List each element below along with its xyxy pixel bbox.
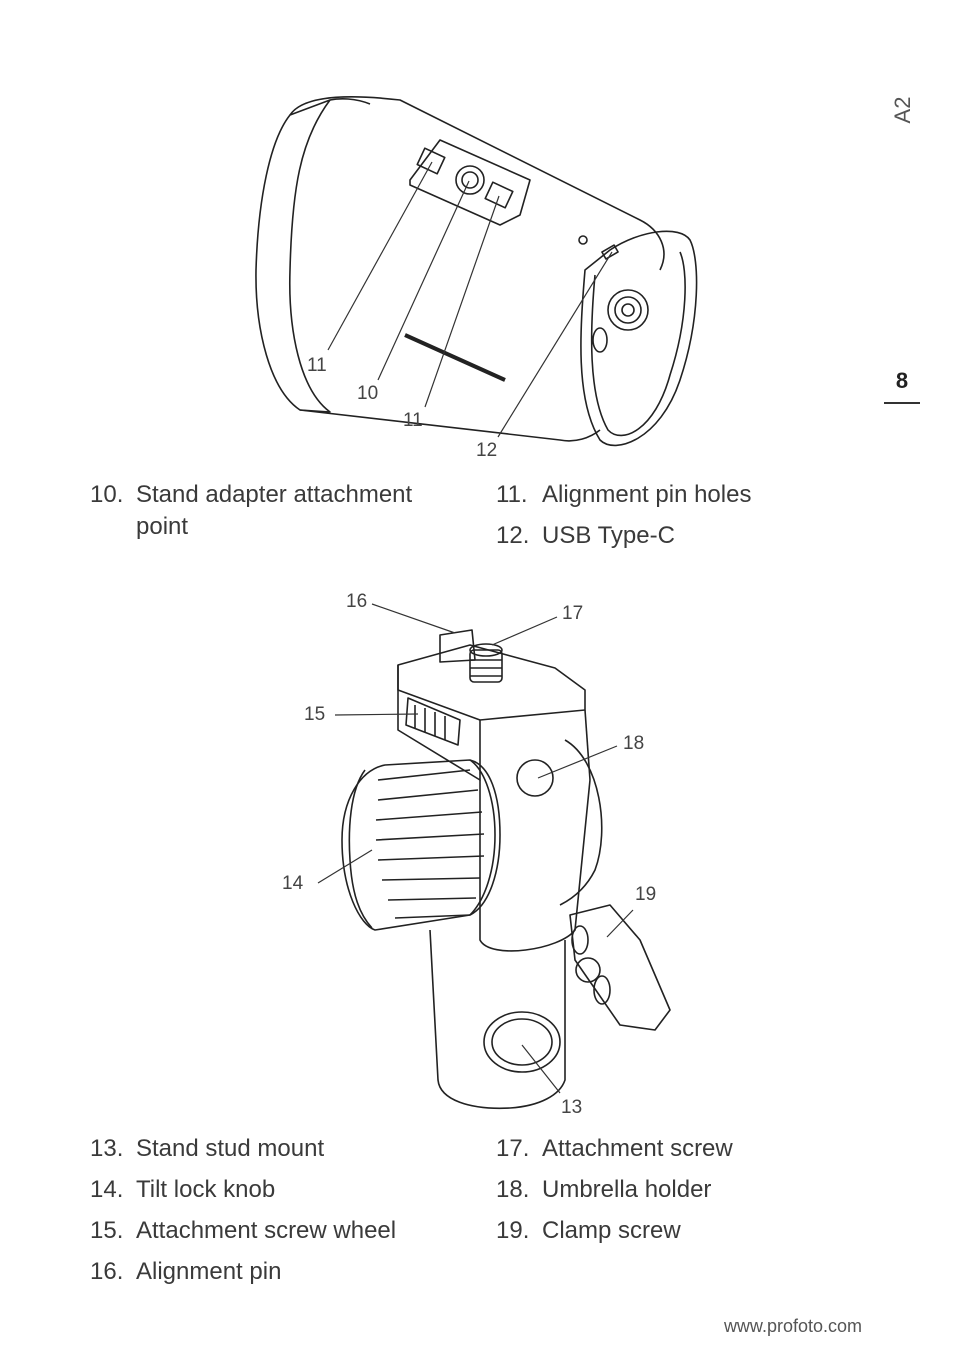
legend-text: Umbrella holder <box>542 1176 712 1203</box>
legend-text: USB Type-C <box>542 522 675 549</box>
legend-item-17: 17. Attachment screw <box>496 1133 836 1165</box>
legend-item-18: 18. Umbrella holder <box>496 1174 836 1206</box>
legend-item-15: 15. Attachment screw wheel <box>90 1215 470 1247</box>
flash-head-illustration <box>255 96 698 447</box>
legend-item-13: 13. Stand stud mount <box>90 1133 470 1165</box>
legend-item-19: 19. Clamp screw <box>496 1215 836 1247</box>
callout-11b: 11 <box>403 410 423 431</box>
legend-number: 17. <box>496 1135 530 1162</box>
legend-text: Alignment pin <box>136 1258 282 1285</box>
legend-item-11: 11. Alignment pin holes <box>496 479 836 511</box>
page-number: 8 <box>895 368 909 393</box>
callout-11a: 11 <box>307 355 327 376</box>
figure2-legend-right: 17. Attachment screw 18. Umbrella holder… <box>496 1133 836 1256</box>
page-number-rule <box>884 402 920 404</box>
legend-number: 13. <box>90 1135 124 1162</box>
legend-text: Attachment screw <box>542 1135 733 1162</box>
legend-number: 16. <box>90 1258 124 1285</box>
callout-17: 17 <box>562 603 584 624</box>
legend-text: Alignment pin holes <box>542 481 752 508</box>
legend-text: Clamp screw <box>542 1217 681 1244</box>
legend-number: 14. <box>90 1176 124 1203</box>
legend-item-12: 12. USB Type-C <box>496 520 836 552</box>
legend-number: 19. <box>496 1217 530 1244</box>
legend-text: Stand stud mount <box>136 1135 325 1162</box>
legend-number: 10. <box>90 481 124 508</box>
legend-text: Tilt lock knob <box>136 1176 276 1203</box>
legend-text: Attachment screw wheel <box>136 1217 397 1244</box>
stand-adapter-illustration <box>317 603 671 1110</box>
callout-10: 10 <box>357 383 379 404</box>
legend-number: 11. <box>496 481 528 508</box>
figure2-legend-left: 13. Stand stud mount 14. Tilt lock knob … <box>90 1133 470 1297</box>
legend-text: Stand adapter attachment point <box>136 481 413 540</box>
legend-number: 18. <box>496 1176 530 1203</box>
callout-19: 19 <box>635 884 657 905</box>
legend-item-14: 14. Tilt lock knob <box>90 1174 470 1206</box>
callout-15: 15 <box>304 704 326 725</box>
figure1-legend-right: 11. Alignment pin holes 12. USB Type-C <box>496 479 836 561</box>
footer-url: www.profoto.com <box>723 1316 862 1336</box>
legend-item-10: 10. Stand adapter attachment point <box>90 479 450 543</box>
callout-13: 13 <box>561 1097 583 1118</box>
callout-18: 18 <box>623 733 645 754</box>
legend-item-16: 16. Alignment pin <box>90 1256 470 1288</box>
legend-number: 15. <box>90 1217 124 1244</box>
callout-16: 16 <box>346 591 368 612</box>
callout-12: 12 <box>476 440 498 461</box>
callout-14: 14 <box>282 873 304 894</box>
legend-number: 12. <box>496 522 530 549</box>
figure1-legend-left: 10. Stand adapter attachment point <box>90 479 450 552</box>
